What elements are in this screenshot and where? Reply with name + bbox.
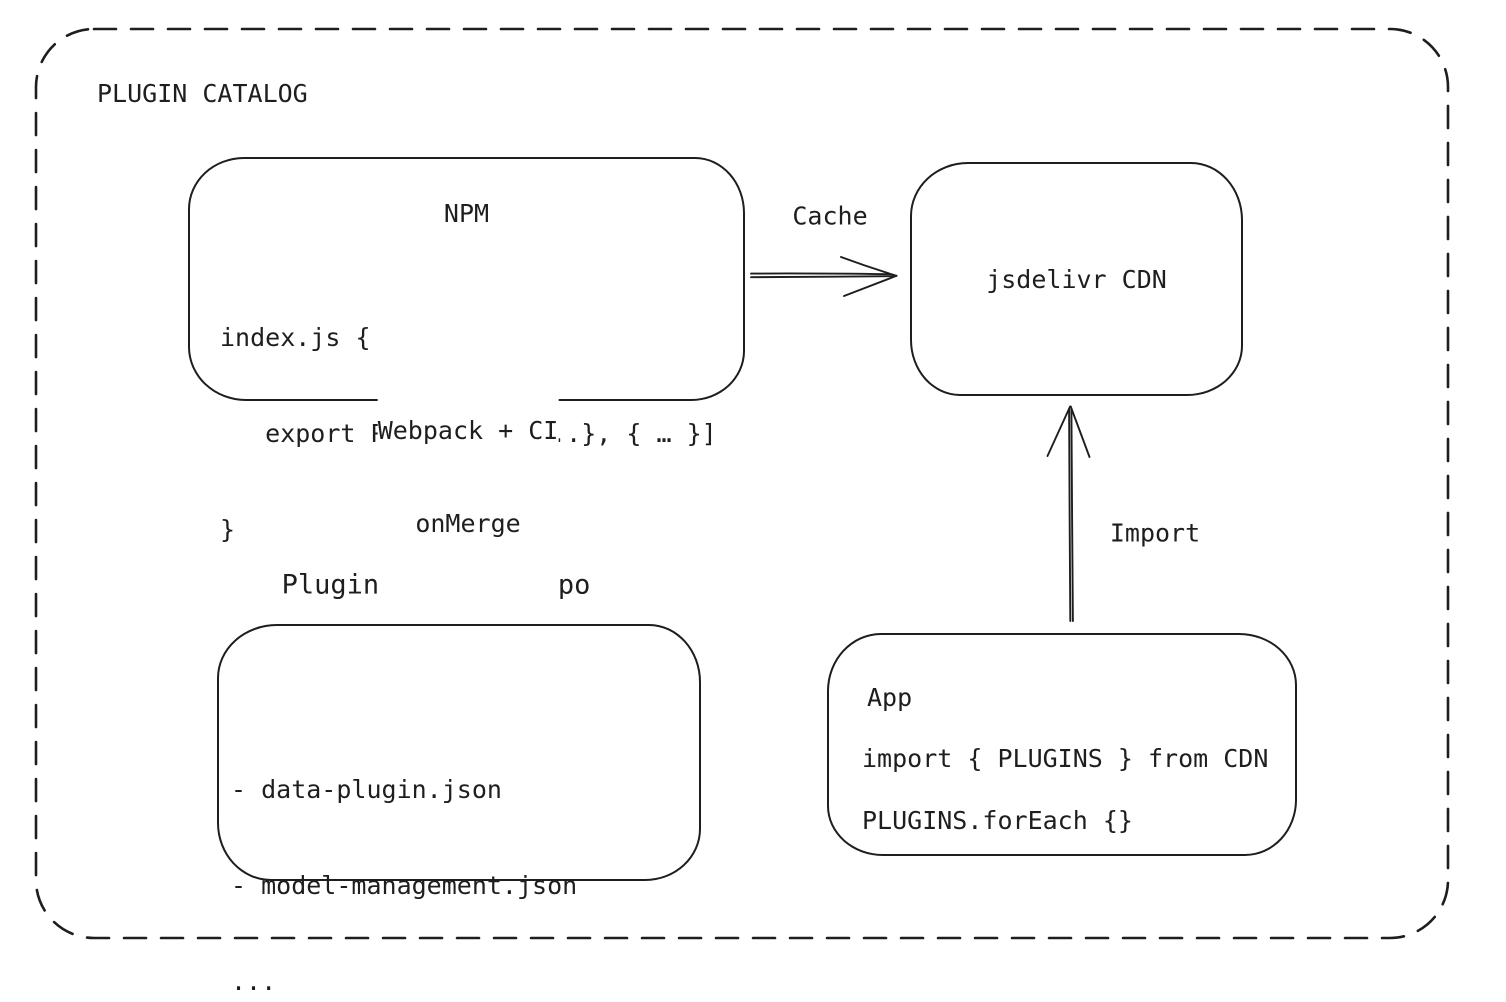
repo-file-item: - model-management.json [231,871,578,900]
app-node-title: App [867,683,913,712]
app-code-line: import { PLUGINS } from CDN [862,744,1269,773]
build-edge-label-line2: onMerge [415,509,521,538]
import-arrow [1046,405,1091,622]
import-edge-label: Import [1109,518,1201,548]
npm-node-title: NPM [443,199,490,228]
repo-file-list: - data-plugin.json - model-management.js… [231,710,699,1002]
cdn-node: jsdelivr CDN [910,162,1243,396]
repo-node: - data-plugin.json - model-management.js… [217,624,701,996]
build-edge-label-line1: Webpack + CI [377,416,559,445]
repo-file-item: - data-plugin.json [231,775,502,804]
build-edge-label: Webpack + CI onMerge [377,353,559,601]
npm-code-line: index.js { [220,323,371,352]
app-code-line: PLUGINS.forEach {} [862,806,1133,835]
cdn-node-title: jsdelivr CDN [986,264,1167,294]
npm-code-line: } [220,515,236,544]
cache-edge-label: Cache [792,201,868,231]
repo-file-item: ... [231,967,277,996]
app-node: App import { PLUGINS } from CDN PLUGINS.… [827,633,1297,856]
cache-arrow [750,256,898,297]
diagram-title: PLUGIN CATALOG [97,79,308,108]
